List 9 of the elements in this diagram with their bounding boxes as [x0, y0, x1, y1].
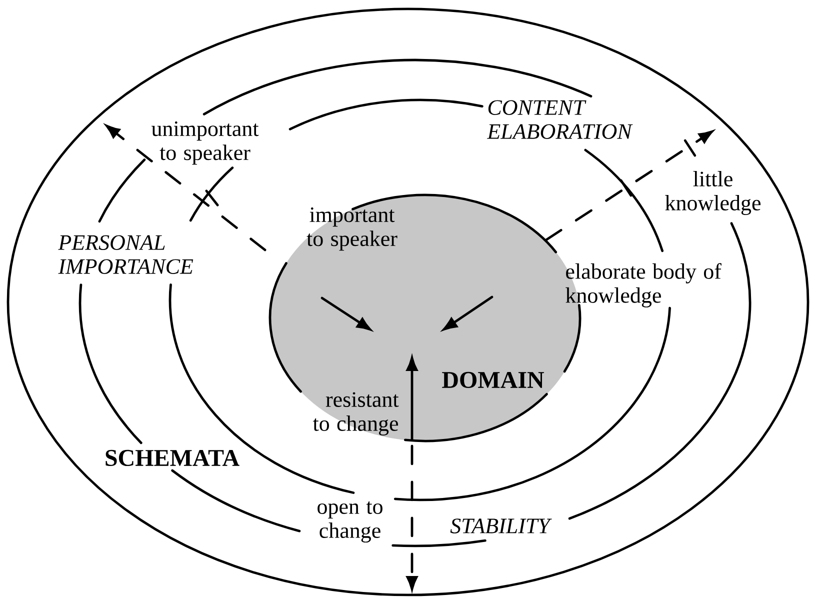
- label-text: open to change: [318, 501, 382, 543]
- label-text: resistant to change: [312, 392, 399, 436]
- label-text: PERSONAL IMPORTANCE: [58, 235, 194, 274]
- label-text: SCHEMATA: [106, 450, 240, 466]
- label-text: unimportant to speaker: [152, 121, 259, 165]
- label-text: elaborate body of knowledge: [566, 263, 722, 308]
- label-text: important to speaker: [306, 207, 398, 251]
- label-text: STABILITY: [450, 518, 552, 534]
- label-text: CONTENT ELABORATION: [486, 100, 633, 139]
